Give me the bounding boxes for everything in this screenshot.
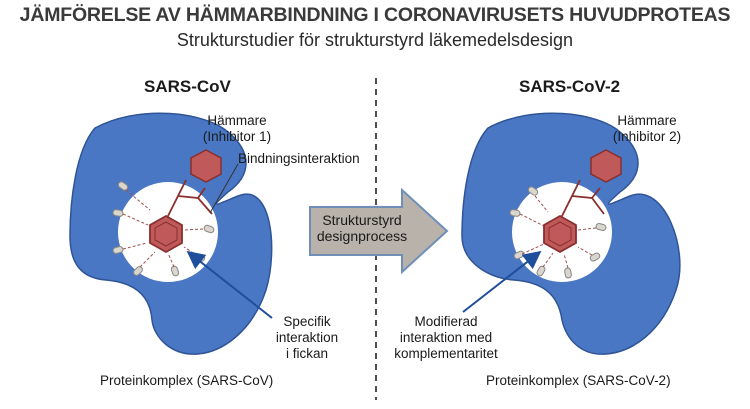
benzene-inner-ring xyxy=(154,221,178,247)
benzene-inner-ring xyxy=(548,221,572,247)
interaction-lines xyxy=(519,195,597,269)
right-pocket-line2: interaktion med xyxy=(399,330,493,345)
binding-pointer-line xyxy=(209,163,239,214)
right-inhibitor-label: Hämmare (Inhibitor 2) xyxy=(608,113,686,145)
benzene-ring-icon xyxy=(543,214,577,254)
right-pocket-line3: komplementaritet xyxy=(394,346,498,361)
right-panel-title: SARS-CoV-2 xyxy=(519,77,621,96)
left-pocket-line3: i fickan xyxy=(285,346,329,361)
hexagon-ring-icon xyxy=(190,149,222,183)
left-panel-title: SARS-CoV xyxy=(144,77,231,96)
pocket-pointer-arrow xyxy=(186,250,273,319)
left-protein xyxy=(69,112,273,355)
right-inhibitor-line2: (Inhibitor 2) xyxy=(612,129,682,144)
right-caption: Proteinkomplex (SARS-CoV-2) xyxy=(486,373,671,388)
left-inhibitor-line2: (Inhibitor 1) xyxy=(202,129,272,144)
ligand-inhibitor-2 xyxy=(559,179,605,221)
left-inhibitor-line1: Hämmare xyxy=(207,113,267,128)
left-pocket-label: Specifik interaktion i fickan xyxy=(267,314,347,362)
design-arrow-icon xyxy=(309,187,449,275)
right-pocket-label: Modifierad interaktion med komplementari… xyxy=(384,314,508,362)
right-pocket-line1: Modifierad xyxy=(414,314,478,329)
left-inhibitor-label: Hämmare (Inhibitor 1) xyxy=(198,113,276,145)
pocket-residues xyxy=(509,186,607,279)
arrow-label-line2: designprocess xyxy=(316,228,408,244)
left-pocket-line1: Specifik xyxy=(283,314,331,329)
page-title: JÄMFÖRELSE AV HÄMMARBINDNING I CORONAVIR… xyxy=(19,4,731,26)
left-pocket-line2: interaktion xyxy=(275,330,339,345)
page-subtitle: Strukturstudier för strukturstyrd läkeme… xyxy=(176,30,574,50)
right-inhibitor-line1: Hämmare xyxy=(617,113,677,128)
left-caption: Proteinkomplex (SARS-CoV) xyxy=(100,373,274,388)
ligand-inhibitor-1 xyxy=(165,179,213,221)
right-protein xyxy=(461,112,681,355)
benzene-ring-icon xyxy=(149,214,183,254)
arrow-label: Strukturstyrd designprocess xyxy=(312,212,412,244)
pocket-pointer-arrow xyxy=(462,250,542,313)
arrow-label-line1: Strukturstyrd xyxy=(322,212,402,228)
hexagon-ring-icon xyxy=(590,149,622,183)
binding-interaction-label: Bindningsinteraktion xyxy=(238,151,360,166)
